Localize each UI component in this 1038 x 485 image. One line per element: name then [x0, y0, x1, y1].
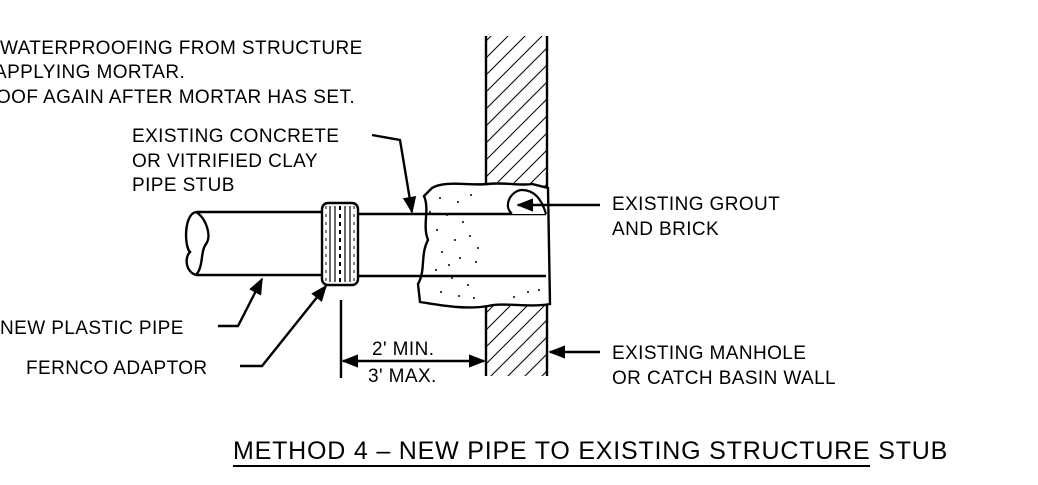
- label-existing-stub-3: PIPE STUB: [132, 175, 235, 196]
- fernco-adaptor: [320, 201, 360, 287]
- dimension-distance: [339, 300, 486, 378]
- leader-existing-stub: [371, 133, 417, 214]
- label-grout-1: EXISTING GROUT: [612, 194, 780, 215]
- general-notes: WATERPROOFING FROM STRUCTURE APPLYING MO…: [0, 38, 363, 108]
- note-line-3: OOF AGAIN AFTER MORTAR HAS SET.: [0, 87, 355, 108]
- note-line-2: APPLYING MORTAR.: [0, 62, 185, 83]
- label-grout-2: AND BRICK: [612, 219, 719, 240]
- label-adaptor: FERNCO ADAPTOR: [26, 358, 208, 379]
- label-manhole-1: EXISTING MANHOLE: [612, 343, 806, 364]
- leader-adaptor: [240, 284, 328, 368]
- new-plastic-pipe: [184, 210, 322, 277]
- label-existing-stub-2: OR VITRIFIED CLAY: [132, 151, 318, 172]
- label-manhole-2: OR CATCH BASIN WALL: [612, 368, 836, 389]
- dimension-max: 3' MAX.: [368, 366, 437, 387]
- label-existing-stub-1: EXISTING CONCRETE: [132, 126, 339, 147]
- leader-new-pipe: [218, 277, 264, 328]
- note-line-1: WATERPROOFING FROM STRUCTURE: [0, 38, 363, 59]
- label-new-pipe: NEW PLASTIC PIPE: [0, 318, 184, 339]
- dimension-min: 2' MIN.: [372, 339, 434, 360]
- drawing-title: METHOD 4 – NEW PIPE TO EXISTING STRUCTUR…: [233, 437, 948, 465]
